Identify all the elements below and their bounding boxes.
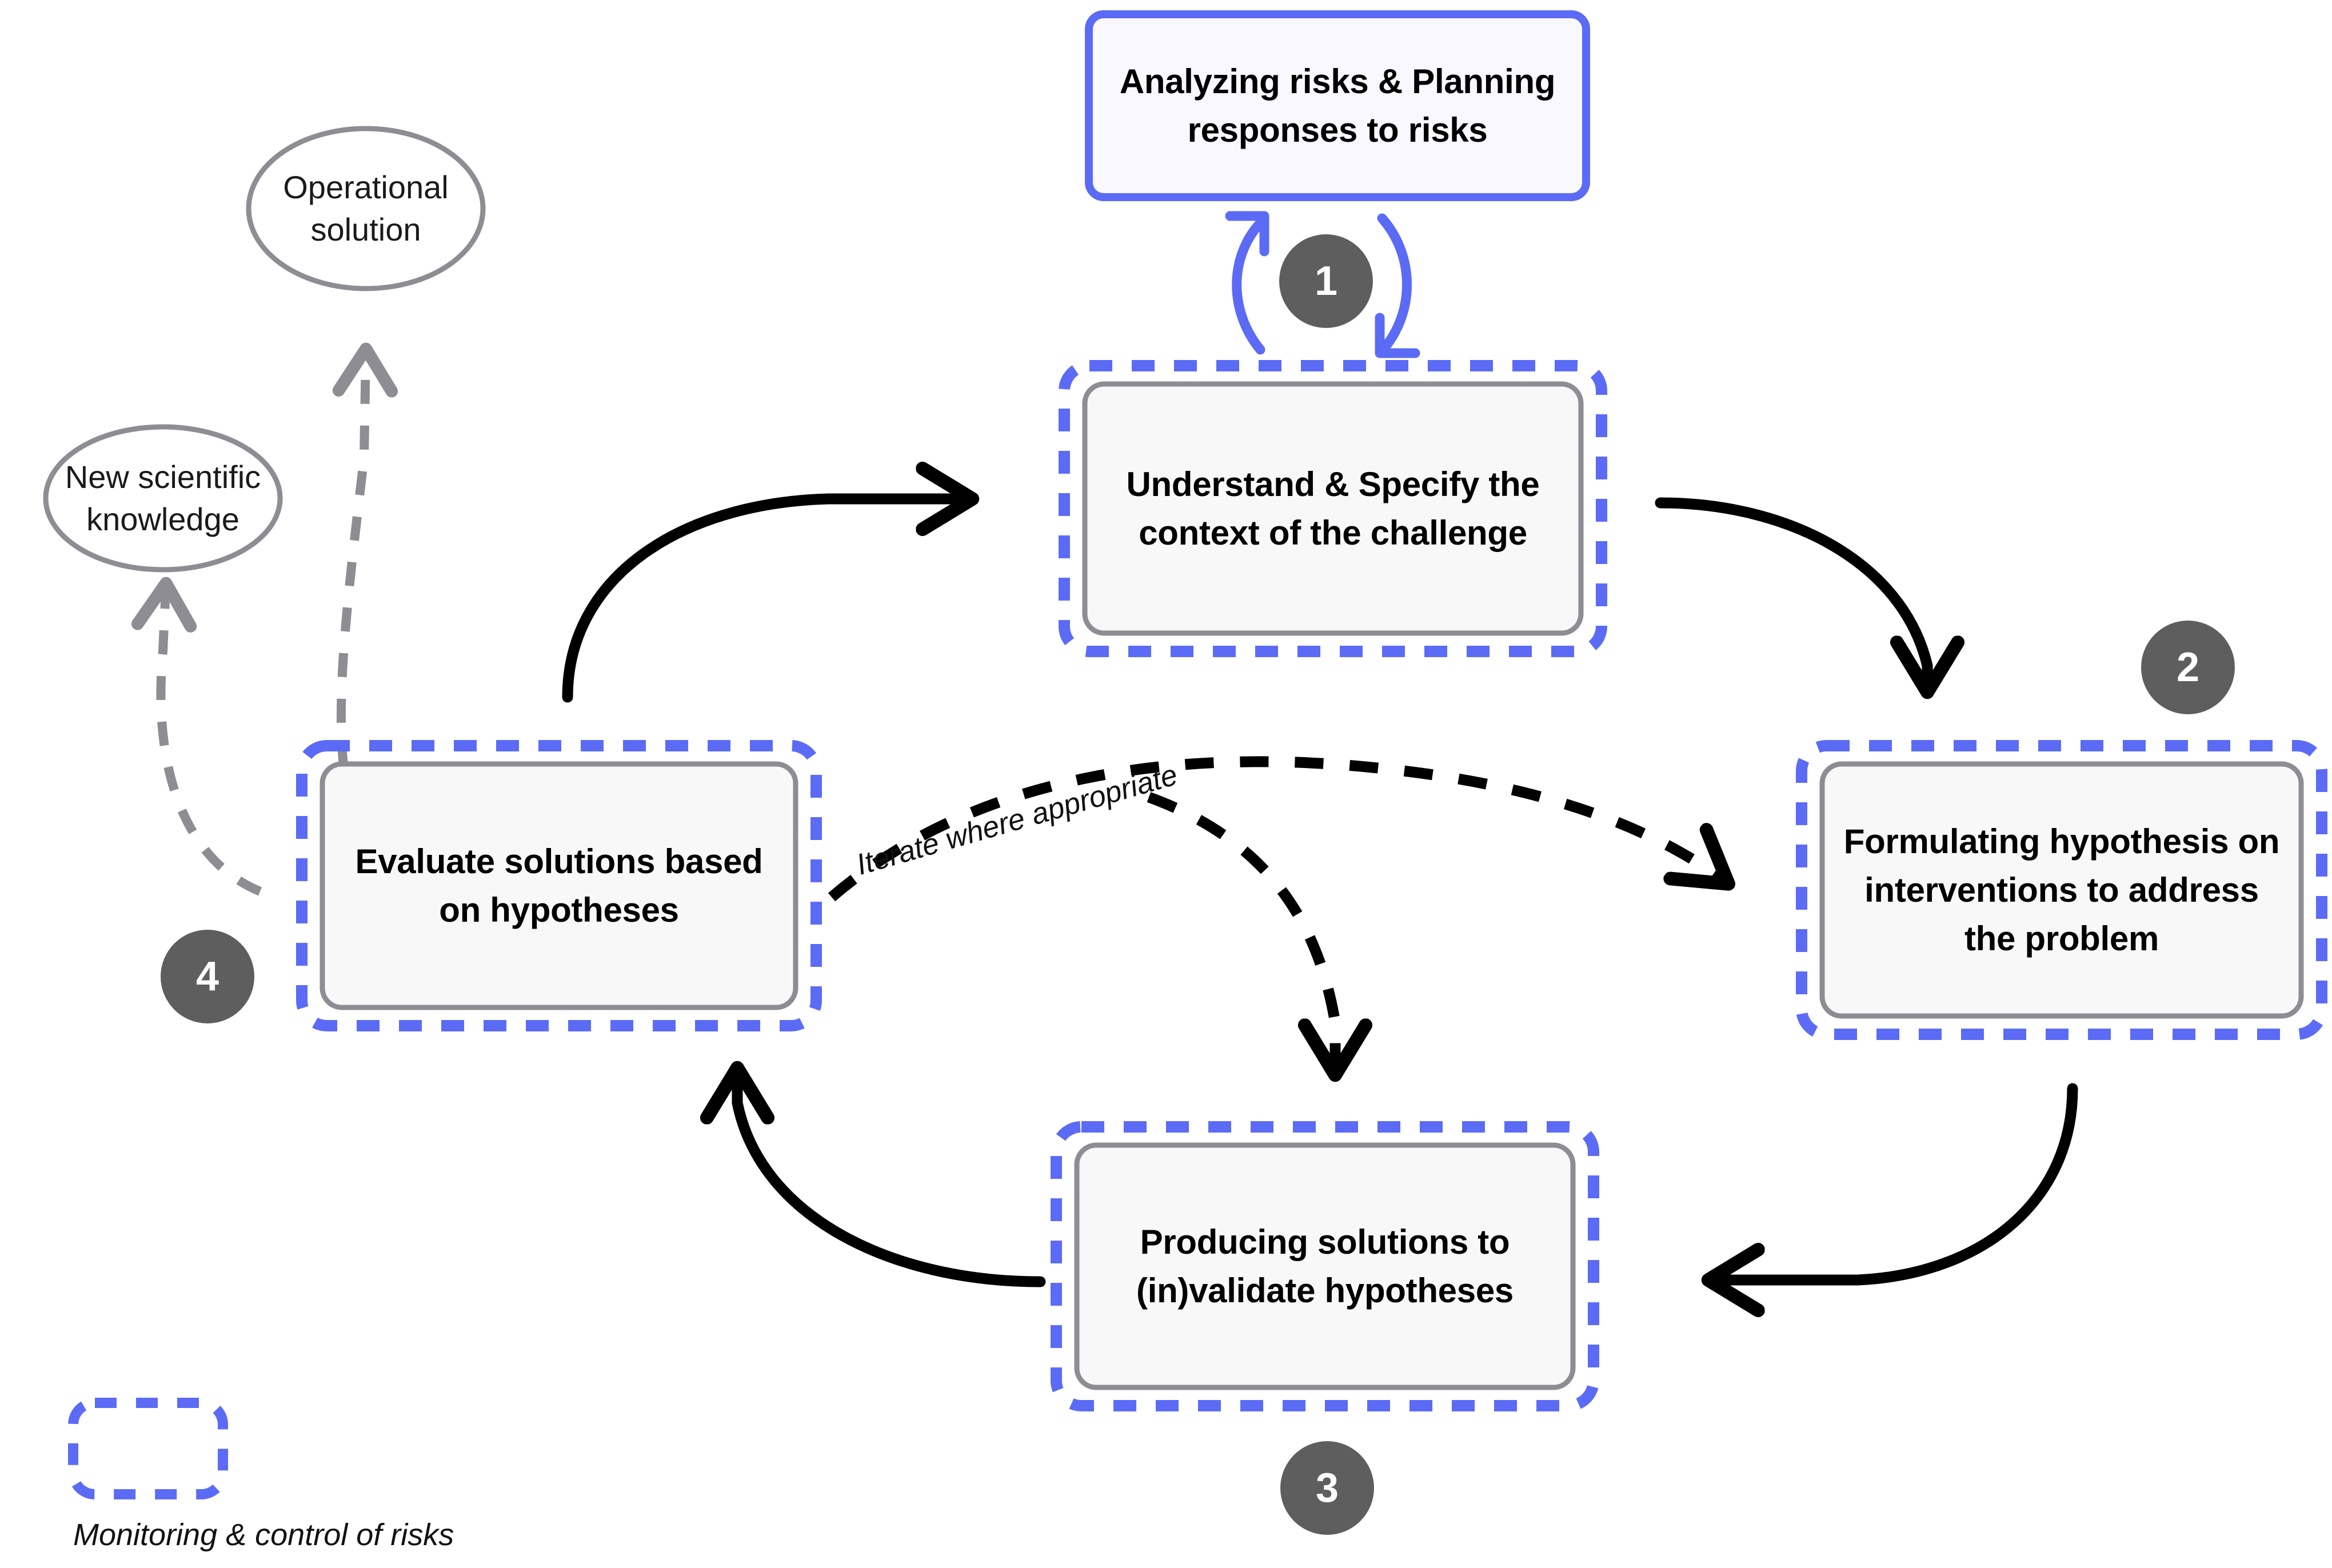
arrow-evaluate-to-understand (562, 499, 966, 703)
legend-caption: Monitoring & control of risks (73, 1518, 454, 1552)
step-badge-3-number: 3 (1315, 1465, 1339, 1511)
step-badge-4-number: 4 (195, 954, 219, 999)
arrow-formulating-to-producing (1715, 1083, 2078, 1280)
outcome-ellipse-new-scientific-knowledge (43, 424, 283, 573)
step4-box-shape (320, 761, 798, 1010)
step2-dashed-outline (1796, 740, 2327, 1040)
arrow-iterate-to-producing (1147, 792, 1335, 1069)
step-badge-4-shape (161, 930, 254, 1023)
arrow-evaluate-to-new-scientific-knowledge (131, 577, 262, 896)
loop-arrow-left-icon (1225, 211, 1269, 355)
arrow-understand-to-formulating (1655, 497, 1927, 686)
step-badge-2-number: 2 (2176, 645, 2200, 690)
legend-swatch-shape (68, 1398, 228, 1499)
step2-box-shape (1819, 761, 2304, 1019)
step-badge-2-shape (2141, 621, 2235, 714)
loop-arrow-right-icon (1375, 213, 1420, 358)
step-badge-3-shape (1280, 1441, 1374, 1535)
outcome-ellipse-operational-solution (246, 126, 486, 291)
arrow-producing-to-evaluate (737, 1074, 1046, 1287)
header-box-shape (1085, 10, 1590, 201)
step1-dashed-outline (1059, 360, 1607, 657)
arrow-evaluate-to-operational-solution (332, 342, 398, 855)
step3-box-shape (1074, 1142, 1576, 1390)
step-badge-1-number: 1 (1314, 258, 1338, 304)
arrow-iterate-to-formulating (828, 756, 1723, 902)
step-badge-1-shape (1279, 234, 1373, 328)
step3-dashed-outline (1051, 1121, 1599, 1411)
step4-dashed-outline (296, 740, 822, 1031)
step1-box-shape (1082, 381, 1584, 636)
